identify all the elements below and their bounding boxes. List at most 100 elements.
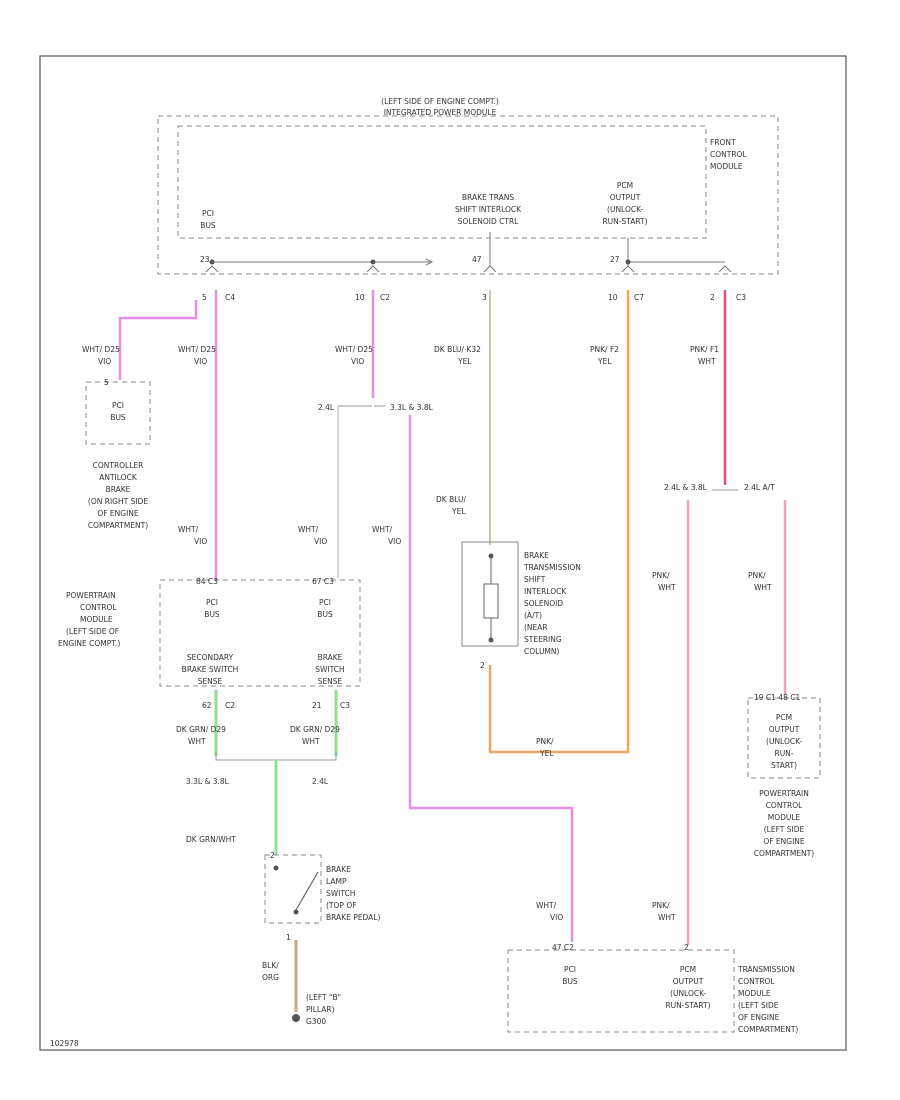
tcm-label-line: (LEFT SIDE xyxy=(738,1001,779,1010)
ipm-terminals xyxy=(205,259,732,273)
pin-label: 5 xyxy=(202,293,207,302)
conn-label: C2 xyxy=(380,293,390,302)
pcm-pin: 67 C3 xyxy=(312,577,334,586)
abs-pin: 5 xyxy=(104,378,109,387)
connector-chevron-icon xyxy=(718,265,732,273)
wire-label: VIO xyxy=(194,357,207,366)
solenoid-label-line: (NEAR xyxy=(524,623,548,632)
wire-label: VIO xyxy=(388,537,401,546)
wire-label: YEL xyxy=(451,507,466,516)
wire-label: WHT xyxy=(698,357,716,366)
solenoid-pin: 2 xyxy=(480,661,485,670)
pin-label: 21 xyxy=(312,701,322,710)
fcm-box xyxy=(177,125,707,239)
pcm-sec-label: SENSE xyxy=(198,677,223,686)
diagram-frame xyxy=(39,55,847,1051)
pcm-output-box xyxy=(747,697,821,779)
splice-label: 2.4L xyxy=(318,403,335,412)
wire-label: ORG xyxy=(262,973,279,982)
pcm-bss-label: BRAKE xyxy=(318,653,343,662)
wire-label: WHT xyxy=(658,913,676,922)
pcm-output-label: START) xyxy=(771,761,797,770)
pcm-label: POWERTRAIN CONTROL MODULE (LEFT SIDE OF … xyxy=(58,591,120,648)
conn-label: C2 xyxy=(225,701,235,710)
switch-contact-icon xyxy=(273,865,279,871)
fcm-label-line: CONTROL xyxy=(710,150,747,159)
wire-label: DK BLU/ K32 xyxy=(434,345,481,354)
wire-label: PNK/ xyxy=(652,571,670,580)
wire-label: VIO xyxy=(314,537,327,546)
solenoid-label-line: COLUMN) xyxy=(524,647,560,656)
abs-box xyxy=(85,381,151,445)
ground-label: (LEFT "B" xyxy=(306,993,341,1002)
pcm-label-line: ENGINE COMPT.) xyxy=(58,639,120,648)
pcm2-label-line: COMPARTMENT) xyxy=(754,849,814,858)
tcm-output-label: OUTPUT xyxy=(673,977,704,986)
wire-label: DK GRN/ D29 xyxy=(290,725,340,734)
wire-label: YEL xyxy=(539,749,554,758)
wire-label: PNK/ F2 xyxy=(590,345,619,354)
bls-label-line: BRAKE PEDAL) xyxy=(326,913,380,922)
pin-label: 62 xyxy=(202,701,212,710)
pcm-bss-label: SWITCH xyxy=(315,665,344,674)
pcm-label-line: MODULE xyxy=(80,615,113,624)
solenoid-terminal xyxy=(488,637,494,643)
wire-pci-tcm xyxy=(408,415,574,942)
splice-label: 2.4L A/T xyxy=(744,483,775,492)
pcm-box xyxy=(159,579,361,687)
engine-note: 3.3L & 3.8L xyxy=(186,777,230,786)
fcm-bts-label: BRAKE TRANS xyxy=(462,193,514,202)
tcm-label-line: TRANSMISSION xyxy=(737,965,795,974)
wire-label: PNK/ F1 xyxy=(690,345,719,354)
ipm-title-label: INTEGRATED POWER MODULE xyxy=(384,108,497,117)
wire-label: YEL xyxy=(597,357,612,366)
wire-label: DK GRN/WHT xyxy=(186,835,236,844)
wire-label: BLK/ xyxy=(262,961,279,970)
fcm-output-label: PCM xyxy=(617,181,633,190)
ground-label: PILLAR) xyxy=(306,1005,335,1014)
wire-label: VIO xyxy=(550,913,563,922)
wire-label: WHT/ xyxy=(178,525,199,534)
pcm2-label-line: CONTROL xyxy=(766,801,803,810)
connector-chevron-icon xyxy=(483,265,497,273)
tcm-output-label: RUN-START) xyxy=(665,1001,710,1010)
wire-label: VIO xyxy=(351,357,364,366)
wire-label: WHT/ xyxy=(372,525,393,534)
abs-label-line: BRAKE xyxy=(106,485,131,494)
wire-label: DK GRN/ D29 xyxy=(176,725,226,734)
tcm-label: TRANSMISSION CONTROL MODULE (LEFT SIDE O… xyxy=(737,965,798,1034)
pin-23: 23 xyxy=(200,255,210,264)
pcm-output-label: (UNLOCK- xyxy=(766,737,802,746)
wire-label: WHT/ D25 xyxy=(335,345,373,354)
pin-label: 10 xyxy=(355,293,365,302)
connector-chevron-icon xyxy=(621,265,635,273)
pcm-label-line: POWERTRAIN xyxy=(66,591,116,600)
pcm2-label-line: OF ENGINE xyxy=(763,837,805,846)
engine-note: 2.4L xyxy=(312,777,329,786)
solenoid-label-line: INTERLOCK xyxy=(524,587,567,596)
tcm-label-line: OF ENGINE xyxy=(738,1013,780,1022)
ground-icon xyxy=(292,1014,300,1022)
solenoid-label: BRAKE TRANSMISSION SHIFT INTERLOCK SOLEN… xyxy=(523,551,581,656)
abs-pci-label: PCI xyxy=(112,401,124,410)
pcm-output-pins: 19 C1 48 C1 xyxy=(754,693,800,702)
pin-47: 47 xyxy=(472,255,482,264)
wire-solenoid-supply xyxy=(488,290,630,754)
splice-label: 3.3L & 3.8L xyxy=(390,403,434,412)
pcm-pci-label: BUS xyxy=(204,610,220,619)
conn-label: C3 xyxy=(736,293,746,302)
tcm-pci-label: BUS xyxy=(562,977,578,986)
wire-label: VIO xyxy=(98,357,111,366)
switch-blade-icon xyxy=(295,871,319,911)
tcm-pin: 2 xyxy=(684,943,689,952)
abs-label-line: CONTROLLER xyxy=(93,461,144,470)
abs-label-line: (ON RIGHT SIDE xyxy=(88,497,148,506)
switch-pin: 2 xyxy=(270,851,275,860)
fcm-pci-label: PCI xyxy=(202,209,214,218)
conn-label: C7 xyxy=(634,293,644,302)
pcm-pci-label: BUS xyxy=(317,610,333,619)
pin-label: 3 xyxy=(482,293,487,302)
pin-27: 27 xyxy=(610,255,620,264)
wire-label: YEL xyxy=(457,357,472,366)
